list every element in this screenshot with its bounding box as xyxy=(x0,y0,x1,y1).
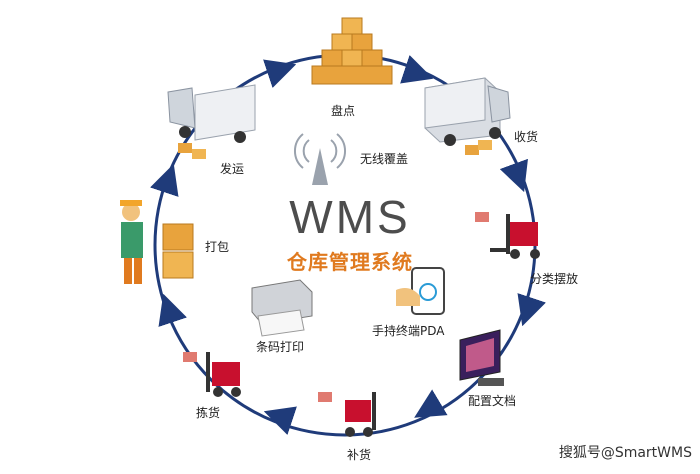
node-label-sorting: 分类摆放 xyxy=(530,272,579,286)
watermark: 搜狐号@SmartWMS xyxy=(558,445,692,461)
monitor-icon xyxy=(459,329,504,386)
worker-icon xyxy=(120,200,194,284)
barcode-printer-icon xyxy=(251,279,313,337)
handheld-pda-icon xyxy=(396,267,445,315)
page-title: WMS xyxy=(289,191,411,243)
node-label-replenish: 补货 xyxy=(347,448,372,462)
node-label-packing: 打包 xyxy=(205,240,230,254)
forklift-icon xyxy=(183,352,241,397)
delivery-truck-icon xyxy=(424,77,511,155)
delivery-truck-icon xyxy=(167,84,256,159)
node-label-shipping: 发运 xyxy=(220,162,245,176)
inner-label-wireless: 无线覆盖 xyxy=(360,152,409,166)
node-label-config-docs: 配置文档 xyxy=(468,394,517,408)
node-label-receiving: 收货 xyxy=(514,130,539,144)
node-label-inventory: 盘点 xyxy=(331,104,356,118)
antenna-icon xyxy=(293,133,347,185)
forklift-icon xyxy=(475,212,540,259)
forklift-icon xyxy=(318,392,376,437)
inner-label-pda: 手持终端PDA xyxy=(372,324,445,338)
inner-label-barcode: 条码打印 xyxy=(256,340,305,354)
ring-arrows xyxy=(150,55,546,435)
page-subtitle: 仓库管理系统 xyxy=(287,250,413,274)
node-label-picking: 拣货 xyxy=(196,406,221,420)
stacked-boxes-icon xyxy=(311,17,393,85)
